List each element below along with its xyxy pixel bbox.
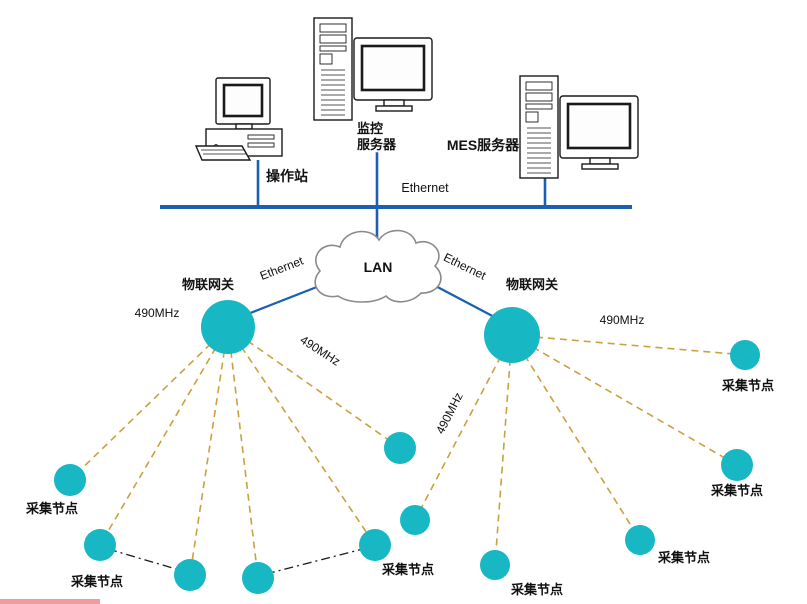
lan-label: LAN (364, 259, 393, 275)
iot-gateway-right (484, 307, 540, 363)
ethernet-left-link-label: Ethernet (258, 253, 306, 283)
collector-node-11 (480, 550, 510, 580)
collector-node-label: 采集节点 (381, 562, 434, 577)
wireless-link-right-2 (511, 334, 738, 466)
node-chain-link-2 (265, 548, 364, 575)
wireless-link-left-1 (69, 326, 229, 481)
freq-label-left-branch: 490MHz (298, 333, 343, 369)
iot-gateway-right-label: 物联网关 (506, 277, 558, 292)
wireless-link-left-5 (227, 326, 376, 546)
collector-node-5 (359, 529, 391, 561)
operator-station-label: 操作站 (266, 168, 308, 184)
freq-label-left-gateway: 490MHz (135, 306, 180, 320)
freq-label-right-branch: 490MHz (433, 390, 466, 436)
wireless-link-right-4 (494, 334, 513, 566)
collector-node-label: 采集节点 (510, 582, 563, 597)
collector-node-label: 采集节点 (657, 550, 710, 565)
freq-label-right-gateway: 490MHz (600, 313, 645, 327)
cloud-to-right-gateway-line (427, 281, 501, 321)
lan-cloud (314, 229, 442, 303)
collector-node-9 (721, 449, 753, 481)
node-chain-link-1 (107, 548, 184, 572)
iot-gateway-left-label: 物联网关 (182, 277, 234, 292)
collector-node-label: 采集节点 (25, 501, 78, 516)
monitor-server-icon (312, 16, 434, 122)
monitor-server-label-line1: 监控 (357, 121, 383, 136)
wireless-link-left-2 (99, 326, 229, 546)
wireless-link-left-3 (189, 326, 229, 576)
collector-node-10 (625, 525, 655, 555)
wireless-link-right-1 (511, 334, 746, 356)
bottom-edge-artifact (0, 599, 100, 604)
wireless-link-right-5 (414, 334, 513, 521)
mes-server-icon (518, 74, 640, 180)
collector-node-4 (242, 562, 274, 594)
wireless-link-left-4 (227, 326, 259, 579)
collector-node-label: 采集节点 (721, 378, 774, 393)
collector-node-1 (54, 464, 86, 496)
ethernet-right-link-label: Ethernet (441, 250, 489, 283)
cloud-to-left-gateway-line (239, 281, 328, 319)
collector-node-3 (174, 559, 206, 591)
collector-node-6 (384, 432, 416, 464)
operator-station-icon (194, 77, 283, 161)
collector-node-label: 采集节点 (70, 574, 123, 589)
collector-node-8 (730, 340, 760, 370)
collector-node-2 (84, 529, 116, 561)
collector-node-7 (400, 505, 430, 535)
wireless-link-right-3 (511, 334, 641, 541)
mes-server-label: MES服务器 (447, 137, 520, 153)
iot-gateway-left (201, 300, 255, 354)
collector-node-label: 采集节点 (710, 483, 763, 498)
ethernet-bus-label: Ethernet (401, 181, 449, 195)
monitor-server-label-line2: 服务器 (357, 137, 397, 152)
